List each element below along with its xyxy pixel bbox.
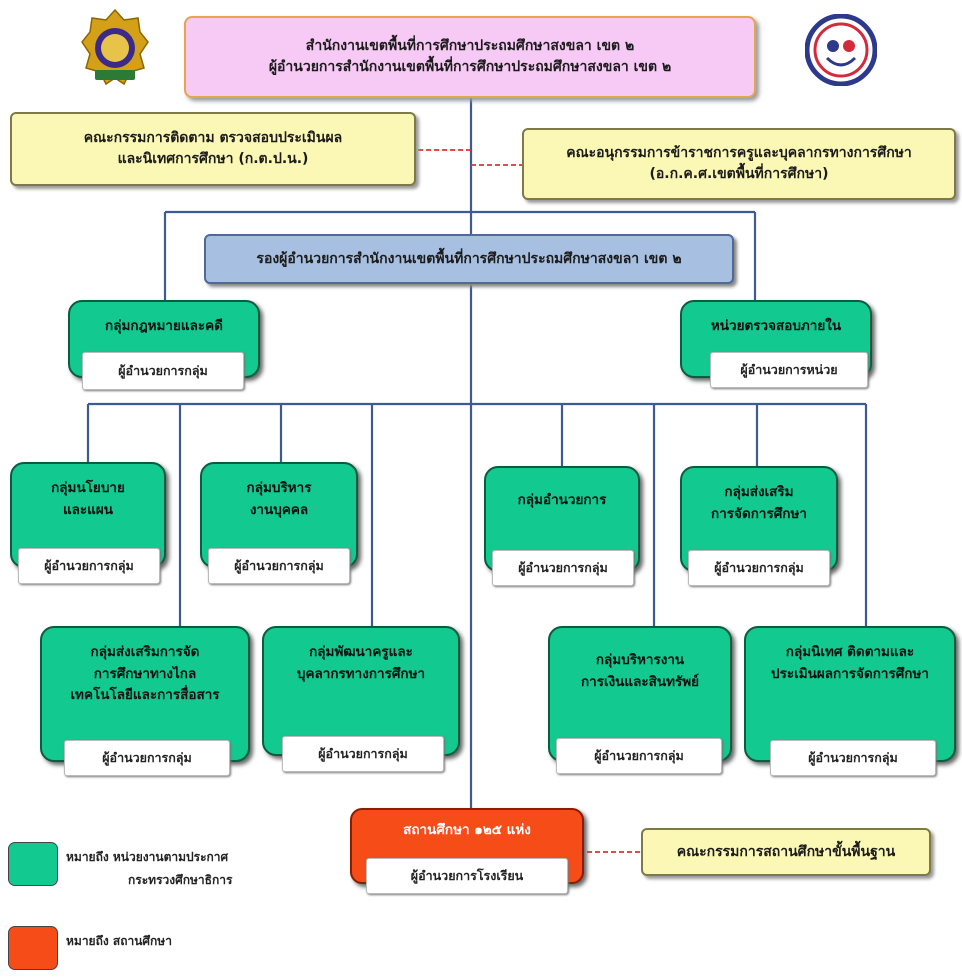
teacher-subcommittee-line1: คณะอนุกรรมการข้าราชการครูและบุคลากรทางกา… [566, 145, 912, 161]
unit-internal-audit-director: ผู้อำนวยการหน่วย [710, 352, 868, 388]
group-policy-director: ผู้อำนวยการกลุ่ม [18, 548, 160, 584]
teacher-subcommittee-line2: (อ.ก.ค.ศ.เขตพื้นที่การศึกษา) [649, 166, 829, 182]
monitoring-committee-line1: คณะกรรมการติดตาม ตรวจสอบประเมินผล [83, 130, 343, 146]
teacher-subcommittee-box: คณะอนุกรรมการข้าราชการครูและบุคลากรทางกา… [522, 128, 956, 200]
group-personnel-director: ผู้อำนวยการกลุ่ม [208, 548, 350, 584]
monitoring-committee-box: คณะกรรมการติดตาม ตรวจสอบประเมินผล และนิเ… [10, 112, 416, 186]
legend-red-swatch [8, 926, 58, 970]
top-office-box: สำนักงานเขตพื้นที่การศึกษาประถมศึกษาสงขล… [184, 16, 756, 98]
office-director: ผู้อำนวยการสำนักงานเขตพื้นที่การศึกษาประ… [268, 59, 672, 75]
schools-title: สถานศึกษา ๑๒๕ แห่ง [403, 822, 531, 838]
group-personnel-title: กลุ่มบริหารงานบุคคล [246, 480, 312, 518]
area-office-logo [804, 13, 878, 87]
group-legal-title: กลุ่มกฎหมายและคดี [105, 318, 223, 334]
group-supervision: กลุ่มนิเทศ ติดตามและประเมินผลการจัดการศึ… [744, 626, 956, 762]
group-admin-title: กลุ่มอำนวยการ [517, 492, 607, 508]
office-name: สำนักงานเขตพื้นที่การศึกษาประถมศึกษาสงขล… [305, 38, 635, 54]
group-supervision-director: ผู้อำนวยการกลุ่ม [770, 740, 936, 776]
group-teacher-development: กลุ่มพัฒนาครูและบุคลากรทางการศึกษา [262, 626, 460, 756]
group-distance-learning-title: กลุ่มส่งเสริมการจัดการศึกษาทางไกลเทคโนโล… [70, 644, 220, 704]
legend-green-text: หมายถึง หน่วยงานตามประกาศ กระทรวงศึกษาธิ… [66, 850, 233, 887]
ministry-emblem-logo [80, 8, 150, 88]
group-promotion-title: กลุ่มส่งเสริมการจัดการศึกษา [711, 484, 807, 522]
group-teacher-development-title: กลุ่มพัฒนาครูและบุคลากรทางการศึกษา [296, 644, 426, 682]
school-board-label: คณะกรรมการสถานศึกษาขั้นพื้นฐาน [676, 843, 896, 860]
school-board-box: คณะกรรมการสถานศึกษาขั้นพื้นฐาน [641, 828, 931, 876]
legend-red-text: หมายถึง สถานศึกษา [66, 934, 172, 948]
group-finance-title: กลุ่มบริหารงานการเงินและสินทรัพย์ [580, 652, 700, 690]
group-legal-director: ผู้อำนวยการกลุ่ม [82, 352, 244, 390]
deputy-director-box: รองผู้อำนวยการสำนักงานเขตพื้นที่การศึกษา… [204, 234, 734, 284]
legend-green-swatch [8, 842, 58, 886]
monitoring-committee-line2: และนิเทศการศึกษา (ก.ต.ป.น.) [117, 151, 309, 167]
group-distance-learning-director: ผู้อำนวยการกลุ่ม [64, 740, 230, 776]
unit-internal-audit-title: หน่วยตรวจสอบภายใน [710, 318, 842, 334]
group-policy-title: กลุ่มนโยบายและแผน [51, 480, 125, 518]
deputy-director-label: รองผู้อำนวยการสำนักงานเขตพื้นที่การศึกษา… [256, 250, 682, 267]
group-promotion-director: ผู้อำนวยการกลุ่ม [688, 550, 830, 586]
group-supervision-title: กลุ่มนิเทศ ติดตามและประเมินผลการจัดการศึ… [771, 644, 929, 682]
schools-director: ผู้อำนวยการโรงเรียน [366, 858, 568, 894]
group-admin-director: ผู้อำนวยการกลุ่ม [492, 550, 634, 586]
group-distance-learning: กลุ่มส่งเสริมการจัดการศึกษาทางไกลเทคโนโล… [40, 626, 250, 762]
group-teacher-development-director: ผู้อำนวยการกลุ่ม [282, 736, 444, 772]
group-finance-director: ผู้อำนวยการกลุ่ม [556, 738, 722, 774]
